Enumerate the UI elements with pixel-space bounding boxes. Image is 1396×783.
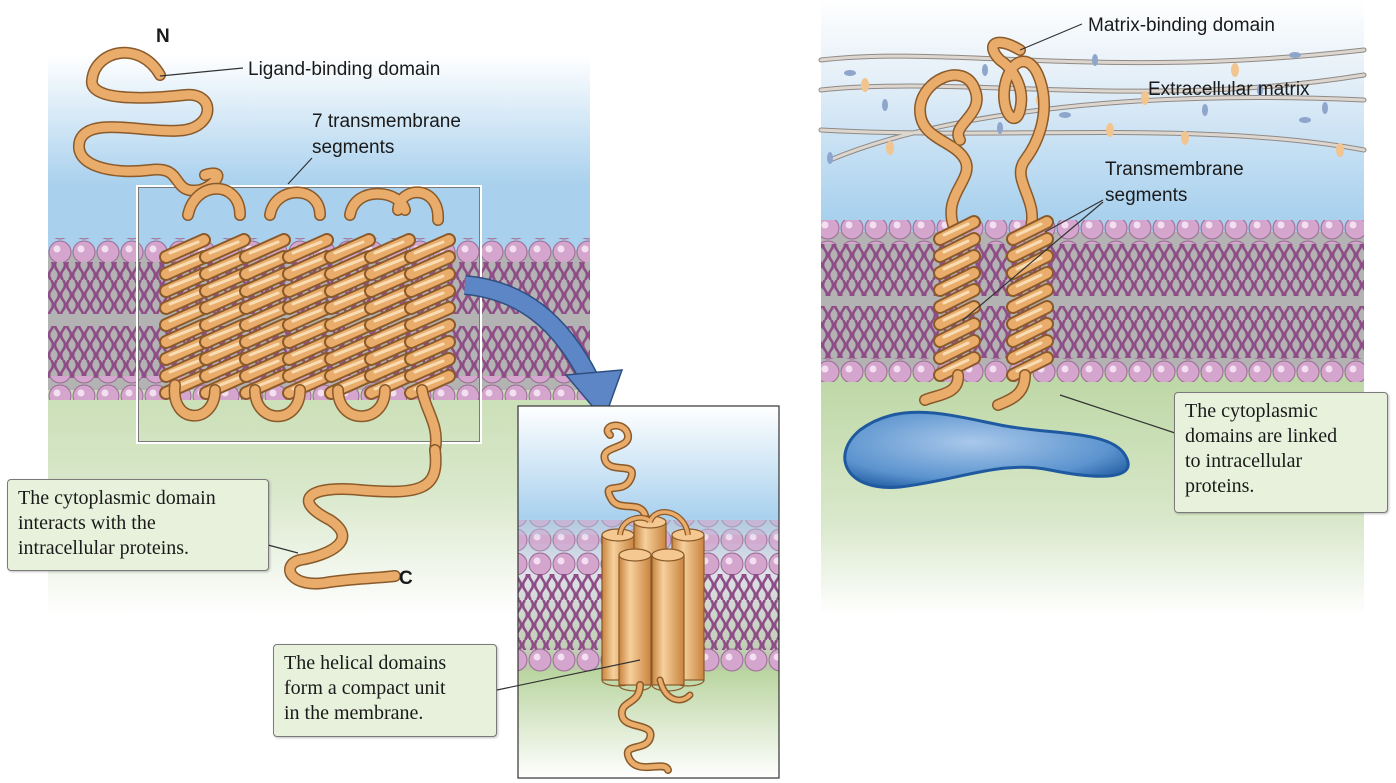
callout-line: The helical domains — [284, 652, 447, 674]
compact-helix-bundle — [601, 509, 705, 692]
ligand-leader-line — [159, 67, 244, 77]
cytoplasmic-domain — [284, 444, 442, 590]
helix-4 — [282, 233, 334, 400]
cytoplasmic-domain-callout: The cytoplasmic domain interacts with th… — [7, 479, 269, 571]
right-tm-leader-line-b — [962, 201, 1104, 321]
n-terminus-label: N — [156, 26, 170, 47]
c-terminus-label: C — [399, 568, 413, 589]
inset-panel — [496, 405, 780, 779]
left-panel: N C Ligand-binding domain 7 transmembran… — [48, 0, 590, 615]
callout-line: domains are linked — [1185, 425, 1338, 447]
helix-loops — [168, 182, 444, 456]
right-helix-2 — [1006, 215, 1054, 382]
helix-3 — [239, 233, 291, 400]
seven-tm-highlight-box — [136, 185, 482, 444]
extracellular-matrix — [818, 47, 1367, 164]
right-tm-leader-line-a — [1044, 199, 1104, 233]
right-transmembrane-helices — [933, 215, 1054, 382]
callout-line: The cytoplasmic — [1185, 400, 1318, 422]
callout-line: interacts with the — [18, 512, 156, 534]
lipid-bilayer-right — [821, 220, 1364, 382]
callout-line: form a compact unit — [284, 677, 446, 699]
helix-6 — [364, 233, 416, 400]
ecm-label: Extracellular matrix — [1148, 79, 1310, 100]
right-panel: Matrix-binding domain Extracellular matr… — [818, 0, 1367, 615]
callout-line: in the membrane. — [284, 702, 424, 724]
ligand-binding-domain — [73, 46, 224, 197]
ligand-binding-label: Ligand-binding domain — [248, 59, 440, 80]
intracellular-protein — [843, 410, 1130, 489]
right-helix-1 — [933, 215, 981, 382]
matrix-binding-domain — [913, 36, 1051, 236]
helix-cylinder — [618, 548, 652, 692]
matrix-leader-line — [1019, 23, 1083, 51]
right-cytoplasmic-leader-line — [1059, 394, 1176, 434]
callout-line: proteins. — [1185, 475, 1255, 497]
helix-5 — [324, 233, 376, 400]
helix-2 — [199, 233, 251, 400]
right-tm-label-line1: Transmembrane — [1105, 159, 1244, 180]
right-cytoplasmic-domains — [919, 369, 1031, 411]
callout-line: to intracellular — [1185, 450, 1303, 472]
seven-transmembrane-helices — [159, 233, 456, 400]
helical-domains-callout: The helical domains form a compact unit … — [273, 644, 497, 737]
tm-segments-label-line2: segments — [312, 137, 394, 158]
intracellular-link-callout: The cytoplasmic domains are linked to in… — [1174, 392, 1388, 513]
cytoplasmic-leader-line — [267, 544, 299, 554]
inset-cytoplasmic-loop — [617, 676, 694, 774]
helical-leader-line — [496, 659, 641, 691]
helix-cylinder — [651, 548, 685, 692]
inset-border — [517, 405, 780, 779]
matrix-binding-label: Matrix-binding domain — [1088, 15, 1275, 36]
tm-leader-line — [287, 157, 313, 185]
zoom-arrow — [463, 275, 624, 422]
callout-line: intracellular proteins. — [18, 537, 190, 559]
inset-extracellular-loop — [600, 421, 649, 519]
tm-segments-label-line1: 7 transmembrane — [312, 111, 461, 132]
callout-line: The cytoplasmic domain — [18, 487, 216, 509]
helix-7 — [404, 233, 456, 400]
right-tm-label-line2: segments — [1105, 185, 1187, 206]
